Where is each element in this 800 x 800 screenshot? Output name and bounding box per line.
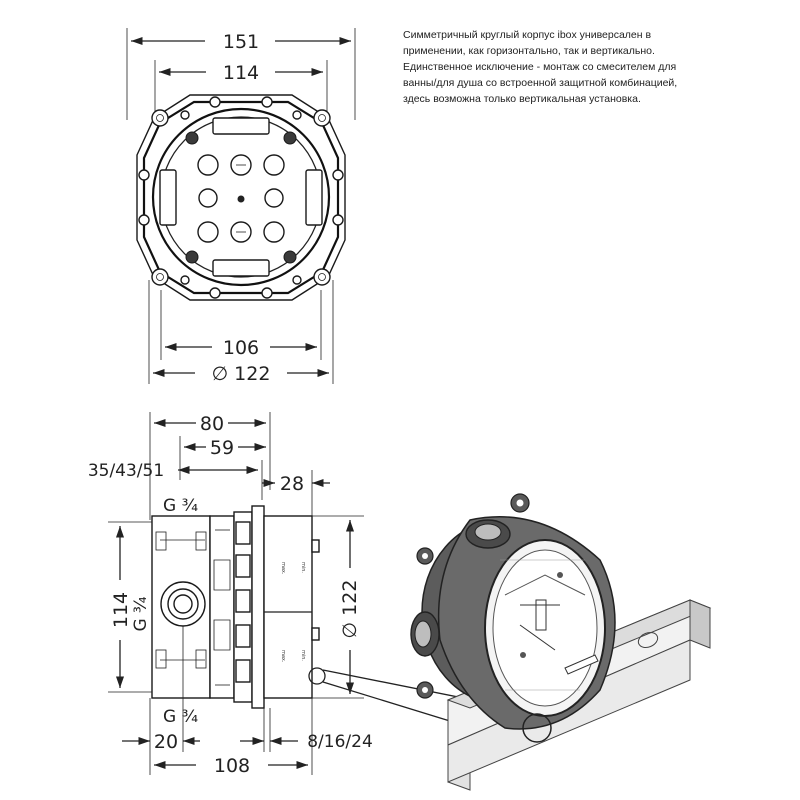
mounting-ear-bl [151, 268, 169, 286]
dim-106-label: 106 [223, 337, 259, 359]
thread-label-side: G ³⁄₄ [131, 596, 151, 631]
guard-label-max-2: max. [280, 650, 286, 663]
top-port-thread [474, 523, 502, 541]
pad-right [305, 169, 323, 226]
mounting-rail-end [689, 599, 711, 649]
pad-left [159, 169, 177, 226]
mounting-ear-tr-hole [318, 114, 326, 122]
side-body-rim [251, 505, 265, 709]
clip-br [283, 250, 297, 264]
box-inner-details [500, 559, 599, 691]
dim-28-label: 28 [280, 473, 304, 495]
description-line-4: ванны/для душа со встроенной защитной ко… [403, 77, 678, 89]
dim-35-43-51-label: 35/43/51 [88, 461, 164, 481]
mounting-ear-tr [313, 109, 331, 127]
description-line-5: здесь возможна только вертикальная устан… [403, 93, 641, 105]
ear-bottom-hole [422, 687, 428, 693]
dim-114-label: 114 [223, 62, 259, 84]
dim-114v-label: 114 [110, 592, 132, 628]
dim-151-label: 151 [223, 31, 259, 53]
dim-8-16-24-label: 8/16/24 [307, 732, 373, 752]
guard-label-max-1: max. [280, 562, 286, 575]
top-view: 151 114 [126, 28, 356, 385]
description-note: Симметричный круглый корпус ibox универс… [403, 27, 703, 107]
guard-tab-top [311, 539, 320, 553]
side-port-3d-thread [414, 620, 432, 648]
rim-screw-bosses [138, 96, 344, 299]
mounting-ear-br [313, 268, 331, 286]
guard-label-min-1: min. [300, 562, 306, 573]
dim-108-label: 108 [214, 755, 250, 777]
clip-tr [283, 131, 297, 145]
thread-label-bottom: G ³⁄₄ [163, 707, 198, 727]
thread-label-top: G ³⁄₄ [163, 496, 198, 516]
ear-left-hole [422, 553, 428, 559]
top-view-outer-ring [151, 107, 331, 287]
dim-d122-label: ∅ 122 [212, 363, 271, 385]
description-line-2: применении, как горизонтально, так и вер… [403, 45, 655, 57]
isometric-illustration [410, 493, 712, 791]
clip-tl [185, 131, 199, 145]
clip-bl [185, 250, 199, 264]
dim-59-label: 59 [210, 437, 234, 459]
mounting-ear-bl-hole [156, 273, 164, 281]
pad-bottom [212, 259, 270, 277]
ear-top-hole [516, 499, 524, 507]
detail-callout-circle [308, 667, 326, 685]
side-wall-ribs [155, 521, 251, 686]
guard-tab-bottom [311, 627, 320, 641]
dim-80-label: 80 [200, 413, 224, 435]
side-view: 80 59 35/43/51 28 G ³⁄₄ [88, 412, 529, 777]
rail-slot [637, 632, 659, 648]
port-plugs [197, 154, 285, 243]
mounting-ear-tl [151, 109, 169, 127]
dim-d122v-label: ∅ 122 [339, 580, 361, 639]
side-plaster-guard [263, 515, 313, 699]
box-front-inner [492, 549, 598, 707]
side-port-inner [173, 594, 193, 614]
mounting-ear-tl-hole [156, 114, 164, 122]
pad-top [212, 117, 270, 135]
guard-label-min-2: min. [300, 650, 306, 661]
mounting-ear-br-hole [318, 273, 326, 281]
dim-20-label: 20 [154, 731, 178, 753]
detail-magnifier [522, 713, 552, 743]
side-body-wall [209, 515, 235, 699]
description-line-1: Симметричный круглый корпус ibox универс… [403, 29, 652, 41]
description-line-3: Единственное исключение - монтаж со смес… [403, 61, 677, 73]
